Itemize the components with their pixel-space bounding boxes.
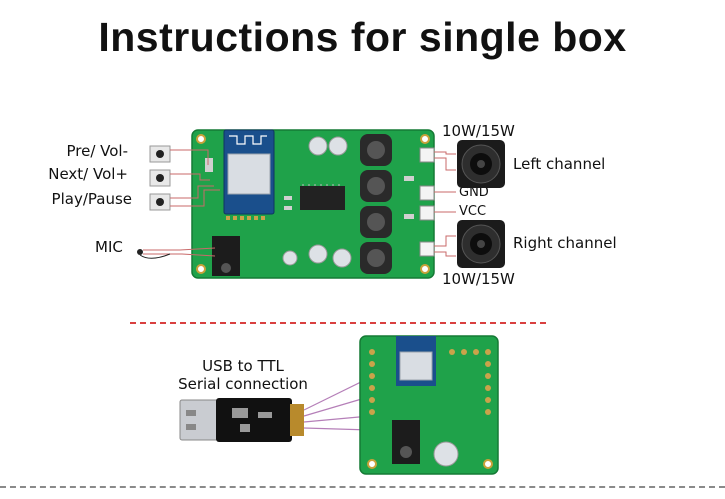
next-vol-up-label: Next/ Vol+: [48, 165, 128, 183]
usb-ttl-line2: Serial connection: [178, 375, 308, 393]
speaker-wires: [434, 151, 456, 257]
prev-vol-down-label: Pre/ Vol-: [66, 142, 128, 160]
page-title: Instructions for single box: [98, 14, 627, 60]
push-buttons: [149, 145, 171, 211]
capacitors: [282, 136, 352, 268]
play-pause-label: Play/Pause: [51, 190, 132, 208]
right-speaker-power-label: 10W/15W: [442, 270, 515, 288]
right-speaker: [457, 220, 505, 268]
button-wires: [170, 149, 220, 207]
speaker-terminals: [419, 147, 435, 257]
usb-ttl-label: USB to TTL Serial connection: [168, 357, 318, 393]
amplifier-chip: [300, 186, 345, 210]
amplifier-board: [191, 129, 435, 279]
left-speaker-power-label: 10W/15W: [442, 122, 515, 140]
serial-wires: [303, 379, 371, 431]
left-speaker: [457, 140, 505, 188]
mic-label: MIC: [95, 238, 123, 256]
left-channel-label: Left channel: [513, 155, 606, 173]
section-separator: [130, 322, 546, 324]
usb-ttl-line1: USB to TTL: [202, 357, 284, 375]
microphone: [137, 247, 216, 259]
vcc-label: VCC: [459, 204, 487, 219]
bottom-separator: [0, 486, 725, 488]
board-closeup: [359, 335, 499, 475]
inductors: [360, 134, 392, 274]
gnd-label: GND: [459, 185, 489, 200]
usb-ttl-adapter: [179, 398, 304, 442]
right-channel-label: Right channel: [513, 234, 617, 252]
